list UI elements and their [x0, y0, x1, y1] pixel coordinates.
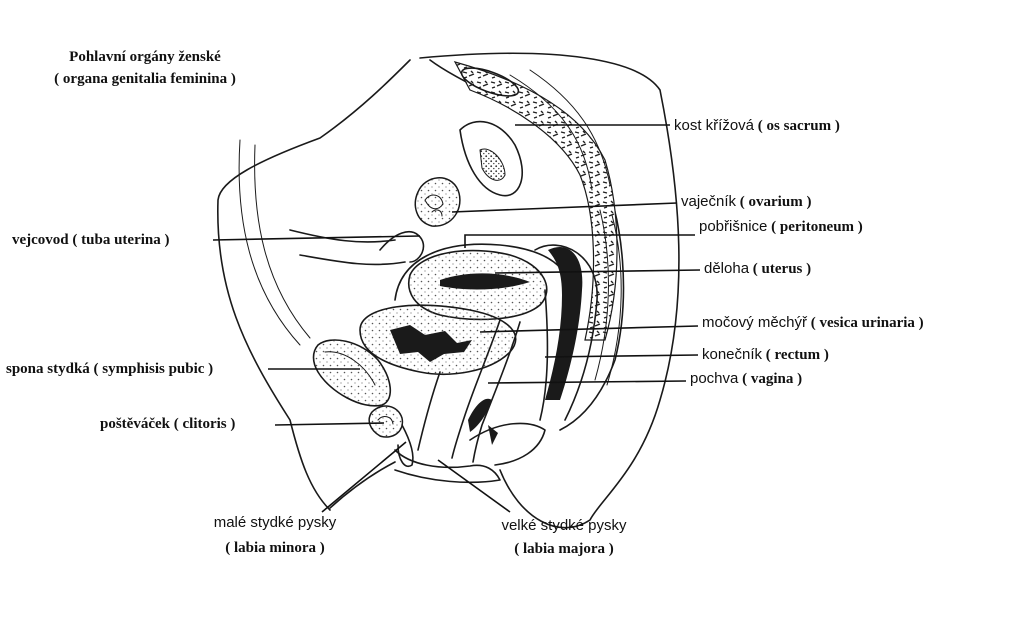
label-vesica: močový měchýř ( vesica urinaria ): [702, 314, 924, 331]
body-outline-back: [419, 52, 680, 529]
leader-lines: [212, 124, 701, 513]
leader-tuba: [212, 235, 421, 241]
diagram-title: Pohlavní orgány ženské ( organa genitali…: [54, 49, 236, 87]
pelvic-wall-lines: [238, 139, 622, 386]
body-outline-front: [217, 59, 411, 511]
label-symphysis: spona stydká ( symphisis pubic ): [6, 361, 213, 377]
leader-rectum: [544, 354, 699, 358]
anatomical-illustration: [217, 52, 680, 529]
label-sacrum: kost křížová ( os sacrum ): [674, 117, 840, 134]
urethra: [417, 371, 441, 451]
leader-vesica: [479, 325, 699, 333]
label-minora-latin: ( labia minora ): [225, 540, 325, 556]
leader-vagina: [487, 380, 687, 384]
leader-clitoris: [274, 422, 385, 426]
perineal-body: [488, 425, 498, 445]
title-line-1: Pohlavní orgány ženské: [69, 49, 221, 65]
intestine-lumen: [479, 148, 506, 181]
leader-uterus: [494, 269, 701, 274]
pubic-symphysis: [312, 339, 391, 407]
thigh-line: [329, 461, 396, 509]
title-line-2: ( organa genitalia feminina ): [54, 71, 236, 87]
vertebra-disc: [460, 67, 520, 97]
leader-ovarium: [451, 202, 678, 213]
bladder-folds: [390, 325, 472, 362]
label-majora-czech: velké stydké pysky: [501, 517, 627, 534]
sacrum-bone: [453, 61, 618, 341]
label-clitoris: poštěváček ( clitoris ): [100, 416, 235, 432]
labia-majora: [394, 449, 501, 484]
label-vagina: pochva ( vagina ): [690, 370, 802, 387]
label-majora-latin: ( labia majora ): [514, 541, 614, 557]
label-peritoneum: pobřišnice ( peritoneum ): [699, 218, 863, 235]
labia-minora: [397, 424, 414, 467]
ovary-follicles: [424, 194, 444, 217]
symphysis-contour: [324, 351, 376, 386]
label-rectum: konečník ( rectum ): [702, 346, 829, 363]
leader-minora: [321, 441, 407, 513]
label-tuba: vejcovod ( tuba uterina ): [12, 232, 170, 248]
ovary: [414, 177, 461, 227]
uterine-tube: [379, 231, 425, 263]
labels: kost křížová ( os sacrum ) vaječník ( ov…: [6, 117, 924, 557]
leader-peritoneum: [464, 234, 695, 248]
vagina-wall: [451, 319, 521, 463]
vaginal-fornix: [468, 398, 492, 432]
broad-ligament: [289, 229, 406, 266]
leader-majora: [437, 459, 511, 513]
intestine-loop: [459, 120, 523, 197]
label-minora-czech: malé stydké pysky: [214, 514, 337, 531]
clitoris: [368, 405, 404, 438]
label-uterus: děloha ( uterus ): [704, 260, 811, 277]
clitoris-detail: [377, 416, 394, 425]
label-ovarium: vaječník ( ovarium ): [681, 193, 811, 210]
uterine-cavity: [440, 273, 530, 290]
pelvic-floor: [469, 422, 546, 466]
rectum-lumen: [545, 246, 583, 400]
rectum-wall: [534, 244, 598, 421]
